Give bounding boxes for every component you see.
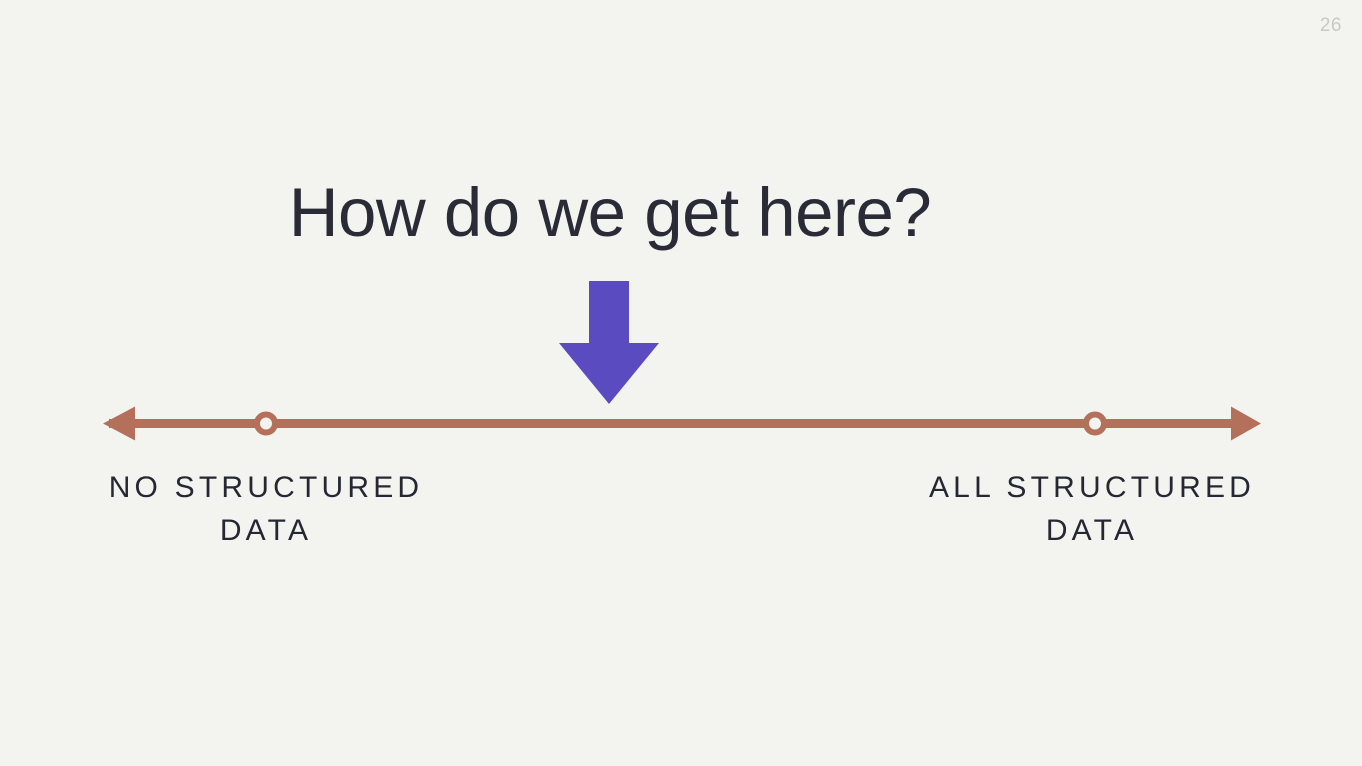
down-arrow-shape	[559, 281, 659, 404]
axis-arrowhead-right	[1231, 406, 1261, 441]
down-arrow-icon	[559, 281, 659, 404]
axis-label-right-line1: ALL STRUCTURED	[928, 471, 1256, 504]
axis-label-right-line2: DATA	[1045, 514, 1139, 547]
axis-label-left: NO STRUCTURED DATA	[46, 466, 486, 552]
axis-marker-left	[254, 411, 278, 436]
axis-label-left-line2: DATA	[219, 514, 313, 547]
page-number: 26	[1319, 15, 1342, 36]
axis-marker-right	[1083, 411, 1107, 436]
axis-arrowhead-left	[103, 406, 135, 441]
axis-label-left-line1: NO STRUCTURED	[108, 471, 424, 504]
spectrum-axis	[103, 406, 1261, 441]
axis-label-right: ALL STRUCTURED DATA	[872, 466, 1312, 552]
page-title: How do we get here?	[288, 174, 932, 251]
